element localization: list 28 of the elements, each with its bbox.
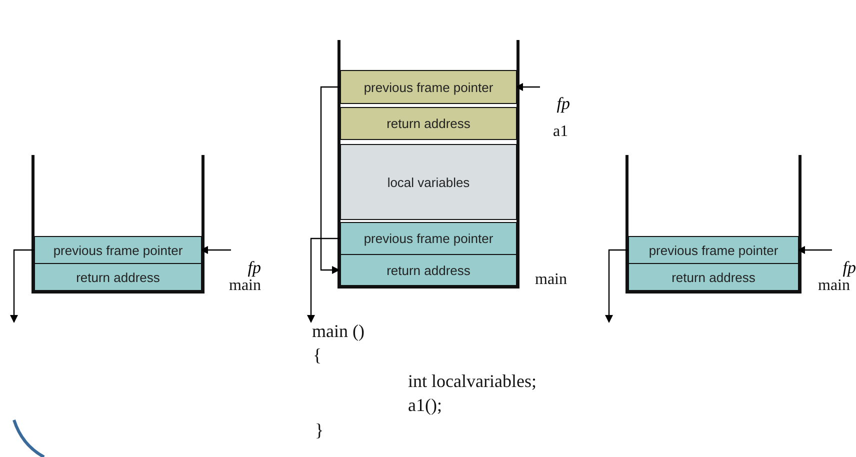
frame-label: main <box>818 278 850 294</box>
code-line: a1(); <box>408 396 442 414</box>
arrow <box>307 238 340 323</box>
pointer-arrow <box>10 249 34 323</box>
arrow <box>797 246 832 254</box>
pointer-label: fp <box>832 246 856 276</box>
stack-cell: previous frame pointer <box>628 236 799 264</box>
pointer-arrow <box>605 249 628 323</box>
stack-cell: local variables <box>340 144 517 220</box>
code-line: { <box>313 346 322 364</box>
stack-cell: return address <box>34 263 202 291</box>
stack-cell: return address <box>628 263 799 291</box>
code-line: int localvariables; <box>408 372 536 390</box>
stack-cell: return address <box>340 107 517 140</box>
frame-label: main <box>535 272 567 288</box>
arrow <box>515 83 540 91</box>
stack-cell: return address <box>340 254 517 286</box>
code-line: } <box>315 421 324 439</box>
pointer-label: fp <box>231 246 261 276</box>
frame-label: a1 <box>553 124 568 140</box>
frame-label: main <box>229 278 261 294</box>
arrow <box>320 86 340 274</box>
stack-cell: previous frame pointer <box>34 236 202 264</box>
code-line: main () <box>312 322 392 342</box>
arrow <box>200 246 231 254</box>
stack-cell: previous frame pointer <box>340 222 517 255</box>
stack-cell: previous frame pointer <box>340 70 517 104</box>
pointer-label: fp <box>540 82 570 112</box>
